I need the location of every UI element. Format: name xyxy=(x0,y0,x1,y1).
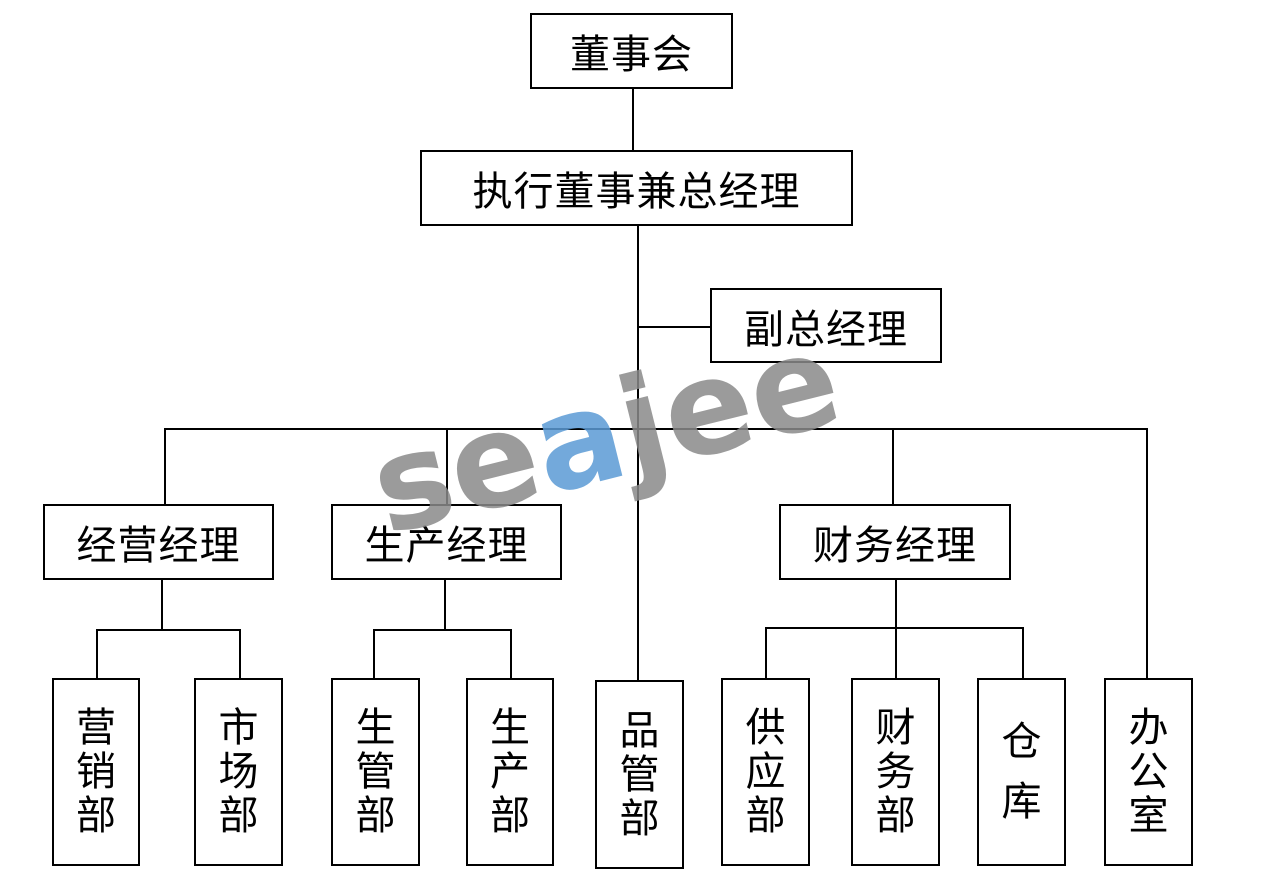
node-market-dept: 市场部 xyxy=(194,678,283,866)
node-supply-dept-label: 供应部 xyxy=(745,705,786,839)
connector-sales xyxy=(96,629,98,680)
connector-prod-down xyxy=(444,578,446,630)
node-prodmgmt-dept-label: 生管部 xyxy=(355,705,396,839)
connector-supply xyxy=(765,627,767,680)
node-ops-manager: 经营经理 xyxy=(43,504,274,580)
connector-ops-down xyxy=(161,578,163,630)
node-market-dept-label: 市场部 xyxy=(218,705,259,839)
node-ops-manager-label: 经营经理 xyxy=(76,523,241,569)
node-supply-dept: 供应部 xyxy=(721,678,810,866)
node-deputy: 副总经理 xyxy=(710,288,942,363)
node-board-label: 董事会 xyxy=(570,32,693,78)
connector-prod-drop xyxy=(446,428,448,506)
node-warehouse-label: 仓库 xyxy=(1001,719,1042,825)
node-ceo: 执行董事兼总经理 xyxy=(420,150,853,226)
connector-ops-drop xyxy=(164,428,166,506)
node-warehouse: 仓库 xyxy=(977,678,1066,866)
connector-prod-bus xyxy=(373,629,512,631)
connector-deputy xyxy=(637,326,712,328)
connector-trunk xyxy=(637,224,639,682)
node-ceo-label: 执行董事兼总经理 xyxy=(472,169,801,215)
node-office: 办公室 xyxy=(1104,678,1193,866)
node-office-label: 办公室 xyxy=(1128,705,1169,839)
node-sales-dept: 营销部 xyxy=(52,678,140,866)
node-board: 董事会 xyxy=(530,13,733,89)
connector-prodmgmt xyxy=(373,629,375,680)
connector-warehouse xyxy=(1022,627,1024,680)
connector-main-bus xyxy=(164,428,1148,430)
node-fin-manager-label: 财务经理 xyxy=(813,523,977,569)
node-deputy-label: 副总经理 xyxy=(744,306,908,353)
connector-production xyxy=(510,629,512,680)
node-prod-manager: 生产经理 xyxy=(331,504,562,580)
node-production-dept-label: 生产部 xyxy=(490,705,530,839)
node-finance-dept-label: 财务部 xyxy=(875,705,916,839)
node-quality-dept: 品管部 xyxy=(595,680,684,869)
node-quality-dept-label: 品管部 xyxy=(619,707,660,842)
node-finance-dept: 财务部 xyxy=(851,678,940,866)
node-prod-manager-label: 生产经理 xyxy=(364,523,529,569)
node-fin-manager: 财务经理 xyxy=(779,504,1011,580)
connector-ops-bus xyxy=(96,629,241,631)
connector-fin-down xyxy=(895,578,897,680)
node-sales-dept-label: 营销部 xyxy=(76,705,116,839)
connector-office-drop xyxy=(1146,428,1148,680)
node-prodmgmt-dept: 生管部 xyxy=(331,678,420,866)
connector-fin-drop xyxy=(892,428,894,506)
node-production-dept: 生产部 xyxy=(466,678,554,866)
connector-fin-bus xyxy=(765,627,1024,629)
connector-market xyxy=(239,629,241,680)
connector-board-ceo xyxy=(632,88,634,151)
